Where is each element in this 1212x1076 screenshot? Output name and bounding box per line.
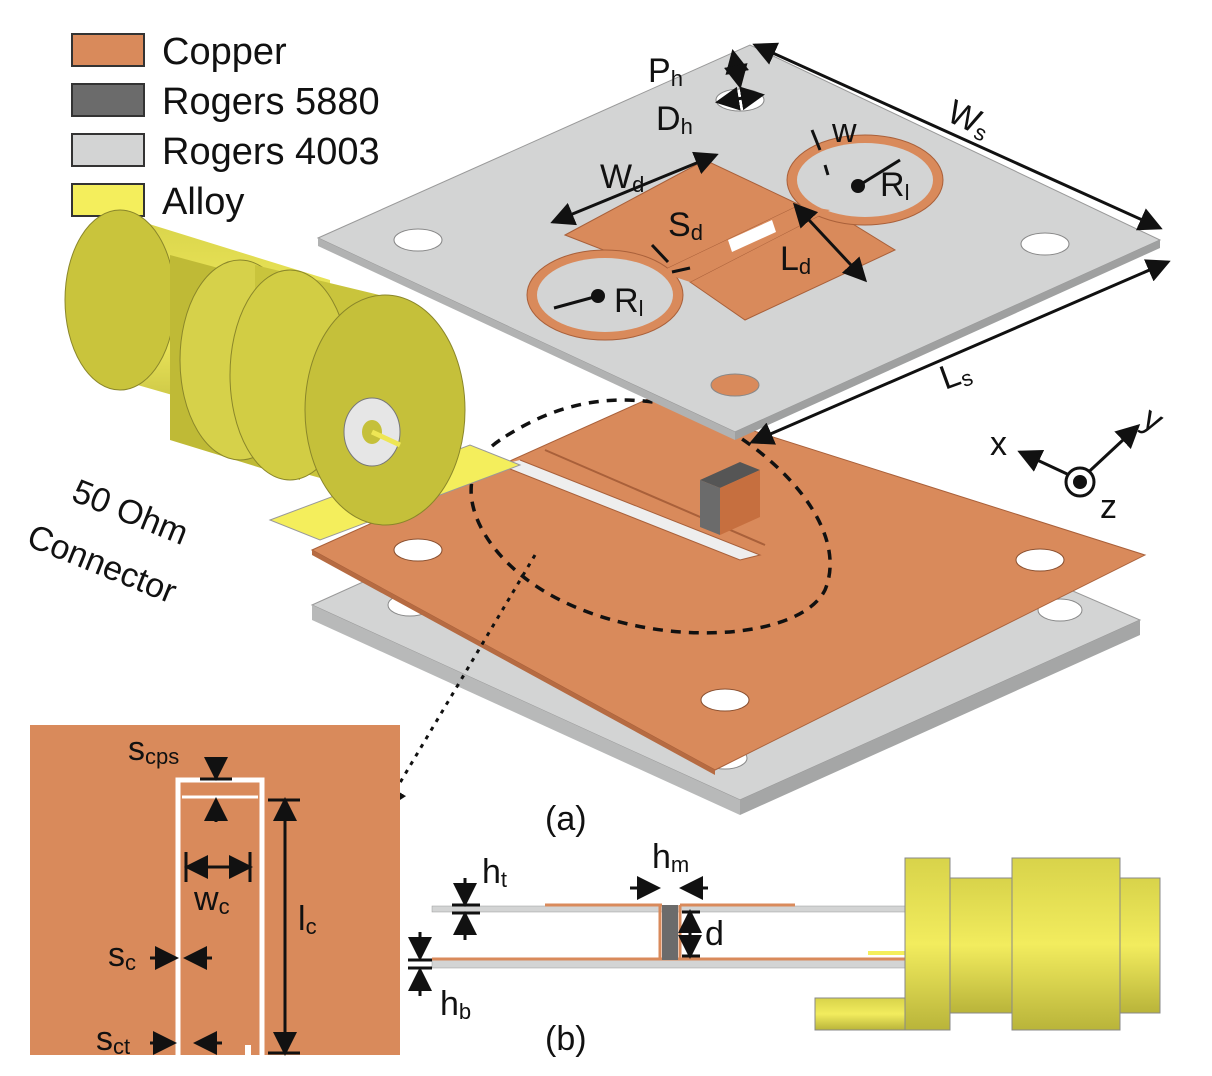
label-Dh: Dh — [656, 100, 693, 139]
dimensions-a — [550, 42, 1171, 445]
label-sct: sct — [96, 1020, 130, 1059]
axis-x-label: x — [990, 425, 1007, 463]
label-Ws: Ws — [941, 93, 997, 147]
axis-y-label: y — [1136, 399, 1170, 440]
legend-swatch-alloy — [71, 183, 145, 217]
label-hm: hm — [652, 838, 689, 877]
label-Ld: Ld — [780, 240, 811, 279]
label-Ls: Ls — [935, 352, 976, 399]
feed-detail-inset — [30, 725, 400, 1056]
legend-label: Copper — [162, 31, 287, 73]
legend-swatch-rogers4003 — [71, 133, 145, 167]
highlight-ellipse — [469, 398, 832, 635]
connector — [64, 209, 522, 541]
label-wc: wc — [193, 880, 230, 919]
label-d: d — [705, 915, 724, 953]
label-hb: hb — [440, 985, 471, 1024]
legend-swatch-copper — [71, 33, 145, 67]
label-lc: lc — [298, 900, 317, 939]
label-ht: ht — [482, 853, 507, 892]
label-a: (a) — [545, 800, 587, 838]
label-w: w — [831, 112, 857, 150]
label-Rl-bottom: Rl — [614, 282, 643, 321]
axis-z-label: z — [1100, 488, 1117, 526]
coordinate-axes — [1017, 423, 1141, 498]
copper-ground-layer — [310, 397, 1147, 775]
label-b: (b) — [545, 1020, 587, 1058]
side-view — [408, 857, 1161, 1031]
label-Ph: Ph — [648, 52, 683, 91]
legend-label: Rogers 4003 — [162, 131, 380, 173]
legend: Copper Rogers 5880 Rogers 4003 Alloy — [71, 31, 380, 223]
label-sc: sc — [108, 936, 136, 975]
label-scps: scps — [128, 730, 179, 769]
label-Rl-top: Rl — [880, 166, 909, 205]
label-Sd: Sd — [668, 206, 703, 245]
legend-swatch-rogers5880 — [71, 83, 145, 117]
legend-label: Alloy — [162, 181, 244, 223]
legend-label: Rogers 5880 — [162, 81, 380, 123]
label-Wd: Wd — [600, 158, 644, 197]
